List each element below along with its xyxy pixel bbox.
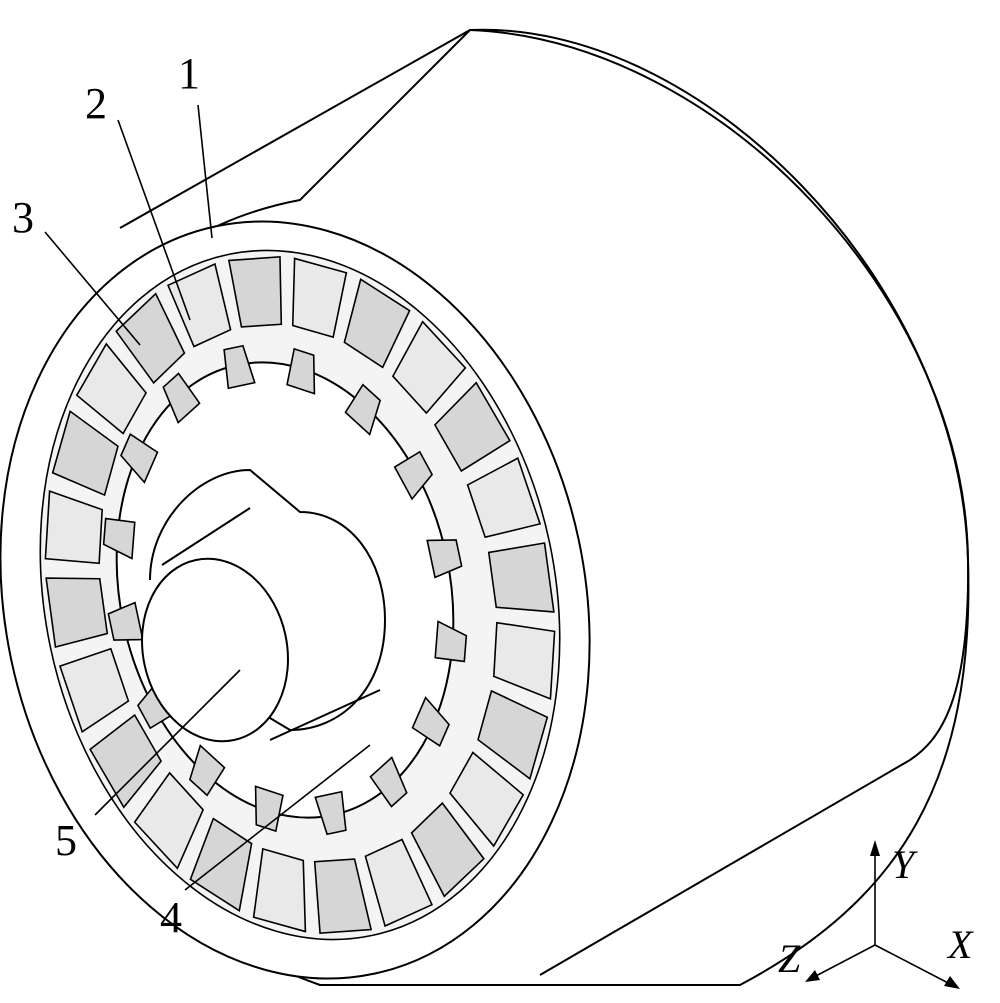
rotor-tooth — [162, 372, 201, 424]
x-axis-line — [874, 944, 953, 986]
stator-winding-block — [291, 257, 348, 339]
stator-winding-block — [89, 713, 163, 809]
stator-winding-block — [492, 621, 556, 701]
stator-winding-block — [466, 457, 542, 539]
stator-winding-block — [313, 858, 373, 934]
stator-winding-block — [133, 771, 205, 870]
stator-winding-block — [252, 847, 307, 933]
leader-5 — [94, 669, 241, 816]
stator-winding-block — [115, 292, 186, 385]
callout-4: 4 — [160, 893, 182, 942]
rotor-tooth — [286, 347, 316, 395]
rotor-tooth — [120, 432, 159, 484]
callouts: 1 2 3 4 5 — [12, 49, 200, 942]
stator-winding-block — [58, 647, 130, 734]
rotor-tooth — [188, 744, 226, 797]
stator-winding-block — [433, 381, 511, 473]
callout-1: 1 — [178, 49, 200, 98]
stator-winding-block — [44, 490, 104, 565]
stator-winding-block — [45, 577, 109, 648]
rotor-tooth — [344, 383, 382, 436]
x-axis-arrow — [944, 976, 960, 989]
rotor-tooth — [393, 450, 434, 501]
housing-bottom-edge — [539, 759, 911, 976]
stator-winding-block — [487, 542, 555, 613]
housing-back-rim — [469, 29, 970, 761]
rotor-tooth — [411, 696, 450, 748]
leader-4 — [184, 744, 371, 891]
rotor-tooth — [223, 344, 256, 390]
shaft — [141, 468, 387, 743]
stator-winding-block — [227, 256, 283, 328]
rotor-tooth — [369, 756, 408, 808]
z-axis-line — [811, 944, 876, 979]
stator-ring — [44, 256, 556, 934]
stator-winding-block — [189, 817, 253, 913]
leader-2 — [117, 119, 191, 321]
rotor-tooth — [314, 790, 347, 836]
y-axis-arrow — [870, 840, 880, 856]
leader-lines — [44, 104, 371, 891]
stator-winding-block — [391, 320, 467, 415]
z-axis-label: Z — [778, 936, 801, 981]
stator-winding-block — [51, 409, 119, 497]
y-axis-label: Y — [892, 842, 918, 887]
leader-3 — [44, 231, 141, 346]
shaft-top-edge — [161, 507, 251, 566]
stator-winding-block — [410, 801, 485, 898]
stator-winding-block — [75, 342, 147, 435]
stator-winding-block — [477, 689, 549, 781]
shaft-end — [141, 557, 289, 743]
rotor-tooth — [107, 601, 144, 641]
x-axis-label: X — [946, 922, 974, 967]
stator-winding-block — [364, 838, 434, 928]
callout-5: 5 — [55, 816, 77, 865]
rotor-tooth — [102, 517, 136, 560]
rotor-teeth — [102, 344, 468, 836]
rotor-tooth — [426, 539, 463, 579]
shaft-bottom-edge — [269, 689, 381, 741]
stator-winding-block — [166, 262, 232, 348]
rotor-tooth — [434, 620, 468, 663]
rotor-tooth — [254, 785, 284, 833]
callout-2: 2 — [85, 79, 107, 128]
stator-winding-block — [449, 751, 525, 848]
housing-top-edge — [119, 29, 471, 229]
z-axis-arrow — [805, 970, 820, 982]
coordinate-axes: Y X Z — [778, 840, 974, 989]
leader-1 — [197, 104, 213, 239]
stator-winding-block — [343, 278, 411, 369]
callout-3: 3 — [12, 193, 34, 242]
